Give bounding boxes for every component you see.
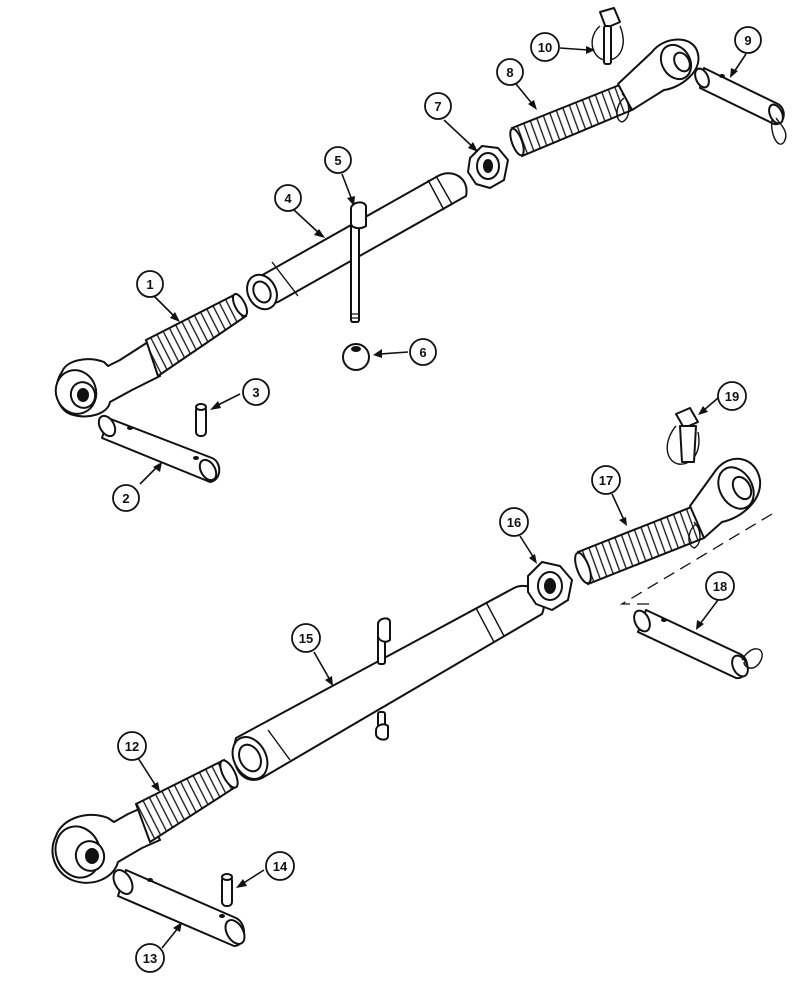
part-1-threaded-end-left	[54, 292, 249, 418]
svg-text:7: 7	[434, 99, 441, 114]
part-19-linch-pin	[666, 407, 700, 465]
callout-2: 2	[112, 484, 140, 512]
callout-10: 10	[530, 32, 560, 62]
callout-1: 1	[136, 270, 164, 298]
part-5-handle-bar	[350, 201, 367, 323]
callout-19: 19	[717, 381, 747, 411]
svg-text:16: 16	[507, 515, 521, 530]
callout-12: 12	[117, 731, 147, 761]
svg-text:17: 17	[599, 473, 613, 488]
callout-6: 6	[409, 338, 437, 366]
callout-16: 16	[499, 507, 529, 537]
svg-text:9: 9	[744, 33, 751, 48]
part-6-ball-knob	[342, 343, 370, 371]
part-8-threaded-end-right	[509, 38, 700, 158]
lower-callouts: 12 13 14 15 16 17 18 19	[117, 381, 747, 973]
svg-text:6: 6	[419, 345, 426, 360]
svg-text:12: 12	[125, 739, 139, 754]
callout-14: 14	[265, 851, 295, 881]
svg-text:10: 10	[538, 40, 552, 55]
svg-text:19: 19	[725, 389, 739, 404]
callout-5: 5	[324, 146, 352, 174]
callout-4: 4	[274, 184, 302, 212]
svg-text:5: 5	[334, 153, 341, 168]
svg-text:8: 8	[506, 65, 513, 80]
part-2-pin	[97, 414, 221, 483]
callout-17: 17	[591, 465, 621, 495]
callout-15: 15	[291, 623, 321, 653]
svg-text:18: 18	[713, 579, 727, 594]
svg-text:15: 15	[299, 631, 313, 646]
callout-7: 7	[424, 92, 452, 120]
svg-text:3: 3	[252, 385, 259, 400]
callout-13: 13	[135, 943, 165, 973]
svg-text:13: 13	[143, 951, 157, 966]
part-16-nut	[527, 561, 573, 611]
callout-18: 18	[705, 571, 735, 601]
callout-3: 3	[242, 378, 270, 406]
part-9-pin-with-clip	[694, 67, 787, 145]
part-18-pin-with-clip	[633, 609, 763, 680]
svg-text:14: 14	[273, 859, 288, 874]
callout-9: 9	[734, 26, 762, 54]
alignment-dashed-line	[619, 513, 773, 605]
upper-callouts: 1 2 3 4 5 6 7 8 10 9	[112, 26, 762, 512]
part-13-pin	[112, 869, 246, 947]
callout-8: 8	[496, 58, 524, 86]
part-15-tube	[231, 585, 545, 781]
svg-text:2: 2	[122, 491, 129, 506]
svg-text:4: 4	[284, 191, 292, 206]
part-14-roll-pin	[221, 873, 233, 907]
part-12-threaded-end-left	[51, 758, 239, 884]
svg-text:1: 1	[146, 277, 153, 292]
part-7-nut	[467, 145, 509, 189]
part-3-roll-pin	[195, 403, 207, 437]
part-10-linch-pin	[591, 7, 624, 65]
part-17-threaded-end-right	[574, 457, 762, 586]
